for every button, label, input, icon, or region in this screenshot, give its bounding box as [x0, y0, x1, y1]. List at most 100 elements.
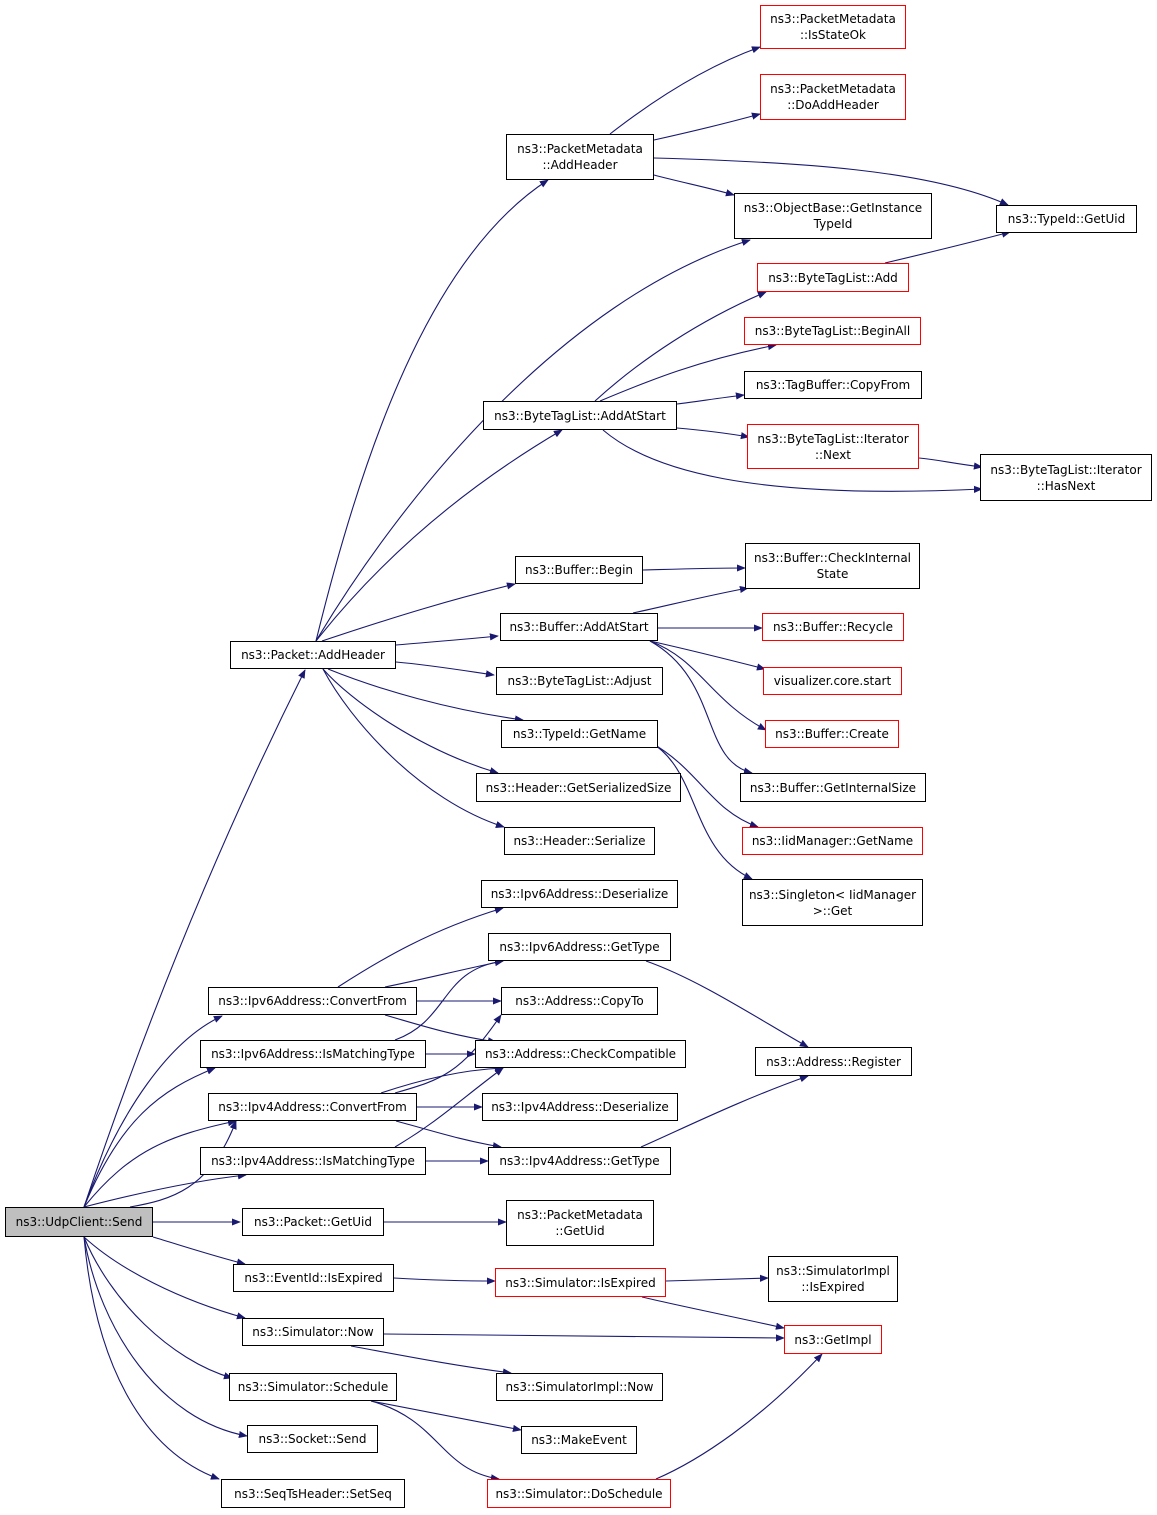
call-edge	[395, 1120, 502, 1150]
call-edge	[83, 1015, 223, 1208]
node-btl-iter-hasnext[interactable]: ns3::ByteTagList::Iterator ::HasNext	[980, 454, 1152, 501]
node-simulator-schedule[interactable]: ns3::Simulator::Schedule	[229, 1373, 397, 1401]
node-ipv4-convertfrom[interactable]: ns3::Ipv4Address::ConvertFrom	[208, 1093, 417, 1121]
node-ipv6-gettype[interactable]: ns3::Ipv6Address::GetType	[488, 933, 671, 961]
node-header-serialize[interactable]: ns3::Header::Serialize	[504, 827, 655, 855]
node-address-register[interactable]: ns3::Address::Register	[755, 1047, 912, 1076]
call-edge	[649, 741, 759, 828]
call-edge	[350, 1345, 512, 1376]
call-edge	[609, 46, 761, 135]
call-edge	[602, 429, 983, 493]
node-pm-isstateok[interactable]: ns3::PacketMetadata ::IsStateOk	[760, 5, 906, 49]
node-ipv4-gettype[interactable]: ns3::Ipv4Address::GetType	[488, 1147, 671, 1175]
call-edge	[395, 633, 499, 646]
node-packet-addheader[interactable]: ns3::Packet::AddHeader	[230, 641, 396, 669]
node-pm-getuid[interactable]: ns3::PacketMetadata ::GetUid	[506, 1200, 654, 1246]
call-edge	[321, 582, 516, 642]
node-socket-send[interactable]: ns3::Socket::Send	[247, 1425, 378, 1453]
call-edge	[315, 429, 563, 642]
node-buffer-create[interactable]: ns3::Buffer::Create	[765, 720, 899, 748]
call-edge	[129, 1120, 237, 1208]
node-buffer-getinternalsize[interactable]: ns3::Buffer::GetInternalSize	[740, 773, 926, 802]
node-btl-adjust[interactable]: ns3::ByteTagList::Adjust	[496, 667, 663, 695]
call-edge	[394, 1014, 502, 1094]
call-edge	[653, 112, 761, 141]
call-edge	[384, 1014, 497, 1045]
node-typeid-getname[interactable]: ns3::TypeId::GetName	[501, 720, 658, 748]
node-buffer-addatstart[interactable]: ns3::Buffer::AddAtStart	[500, 613, 658, 641]
node-seqts-setseq[interactable]: ns3::SeqTsHeader::SetSeq	[221, 1479, 405, 1508]
node-ipv4-ismatchingtype[interactable]: ns3::Ipv4Address::IsMatchingType	[200, 1147, 426, 1175]
call-edge	[395, 661, 495, 678]
node-iidmanager-getname[interactable]: ns3::IidManager::GetName	[742, 827, 923, 855]
call-edge	[83, 1236, 233, 1380]
call-edge	[394, 1067, 504, 1148]
node-pm-doaddheader[interactable]: ns3::PacketMetadata ::DoAddHeader	[760, 74, 906, 120]
call-edge	[653, 174, 735, 197]
call-edge	[83, 1172, 247, 1208]
call-edge	[83, 1236, 248, 1439]
node-packet-getuid[interactable]: ns3::Packet::GetUid	[242, 1208, 384, 1236]
call-edge	[315, 179, 549, 642]
node-ipv6-convertfrom[interactable]: ns3::Ipv6Address::ConvertFrom	[208, 987, 417, 1015]
call-edge	[642, 564, 746, 572]
node-buffer-recycle[interactable]: ns3::Buffer::Recycle	[762, 613, 904, 641]
node-ob-getinstancetypeid[interactable]: ns3::ObjectBase::GetInstance TypeId	[734, 193, 932, 239]
call-edge	[83, 1119, 237, 1208]
node-address-copyto[interactable]: ns3::Address::CopyTo	[501, 987, 658, 1015]
call-edge	[83, 669, 306, 1208]
node-header-getserializedsize[interactable]: ns3::Header::GetSerializedSize	[476, 773, 681, 802]
node-typeid-getuid[interactable]: ns3::TypeId::GetUid	[996, 205, 1137, 233]
call-edge	[83, 1236, 220, 1480]
call-edge	[599, 343, 777, 402]
call-edge	[632, 585, 749, 614]
node-simimpl-isexpired[interactable]: ns3::SimulatorImpl ::IsExpired	[768, 1256, 898, 1302]
call-edge	[645, 960, 809, 1048]
call-edge	[380, 1064, 504, 1094]
call-edge	[393, 1277, 496, 1285]
call-edge	[653, 157, 1009, 206]
node-visualizer-core-start[interactable]: visualizer.core.start	[763, 667, 902, 695]
call-edge	[676, 427, 750, 440]
call-edge	[322, 668, 499, 775]
call-edge	[337, 906, 504, 988]
node-pm-addheader[interactable]: ns3::PacketMetadata ::AddHeader	[506, 134, 654, 180]
node-buffer-begin[interactable]: ns3::Buffer::Begin	[515, 556, 643, 584]
node-udpclient-send[interactable]: ns3::UdpClient::Send	[5, 1207, 153, 1237]
node-simulator-now[interactable]: ns3::Simulator::Now	[242, 1318, 384, 1346]
node-address-checkcompatible[interactable]: ns3::Address::CheckCompatible	[475, 1040, 686, 1068]
call-edge	[641, 1296, 785, 1330]
call-edge	[918, 457, 983, 470]
call-edge	[394, 958, 504, 1041]
call-edge	[676, 392, 745, 405]
node-simimpl-now[interactable]: ns3::SimulatorImpl::Now	[496, 1373, 663, 1401]
node-buffer-checkinternalstate[interactable]: ns3::Buffer::CheckInternal State	[745, 543, 920, 589]
call-edge	[665, 1274, 769, 1282]
node-btl-add[interactable]: ns3::ByteTagList::Add	[757, 263, 909, 292]
call-edge	[83, 1236, 246, 1320]
node-makeevent[interactable]: ns3::MakeEvent	[521, 1426, 637, 1454]
node-btl-addatstart[interactable]: ns3::ByteTagList::AddAtStart	[483, 401, 677, 430]
call-edge	[152, 1236, 246, 1266]
node-getimpl[interactable]: ns3::GetImpl	[784, 1325, 882, 1354]
node-ipv6-ismatchingtype[interactable]: ns3::Ipv6Address::IsMatchingType	[200, 1040, 426, 1068]
node-simulator-doschedule[interactable]: ns3::Simulator::DoSchedule	[487, 1479, 671, 1508]
node-btl-iter-next[interactable]: ns3::ByteTagList::Iterator ::Next	[747, 424, 919, 469]
node-singleton-get[interactable]: ns3::Singleton< IidManager >::Get	[742, 879, 923, 926]
node-btl-beginall[interactable]: ns3::ByteTagList::BeginAll	[744, 317, 921, 345]
node-ipv6-deserialize[interactable]: ns3::Ipv6Address::Deserialize	[481, 880, 678, 908]
node-eventid-isexpired[interactable]: ns3::EventId::IsExpired	[233, 1264, 394, 1292]
node-tagbuffer-copyfrom[interactable]: ns3::TagBuffer::CopyFrom	[744, 371, 922, 399]
node-ipv4-deserialize[interactable]: ns3::Ipv4Address::Deserialize	[482, 1093, 678, 1121]
call-edge	[649, 640, 766, 671]
call-edge	[649, 640, 767, 731]
call-edge	[383, 1333, 785, 1342]
call-edge	[649, 640, 753, 775]
call-edge	[655, 1353, 823, 1480]
call-edge	[884, 230, 1011, 264]
call-edge	[83, 1067, 216, 1208]
call-edge	[649, 741, 753, 880]
call-edge	[327, 668, 524, 723]
call-edge	[640, 1075, 809, 1148]
node-simulator-isexpired[interactable]: ns3::Simulator::IsExpired	[495, 1268, 666, 1297]
